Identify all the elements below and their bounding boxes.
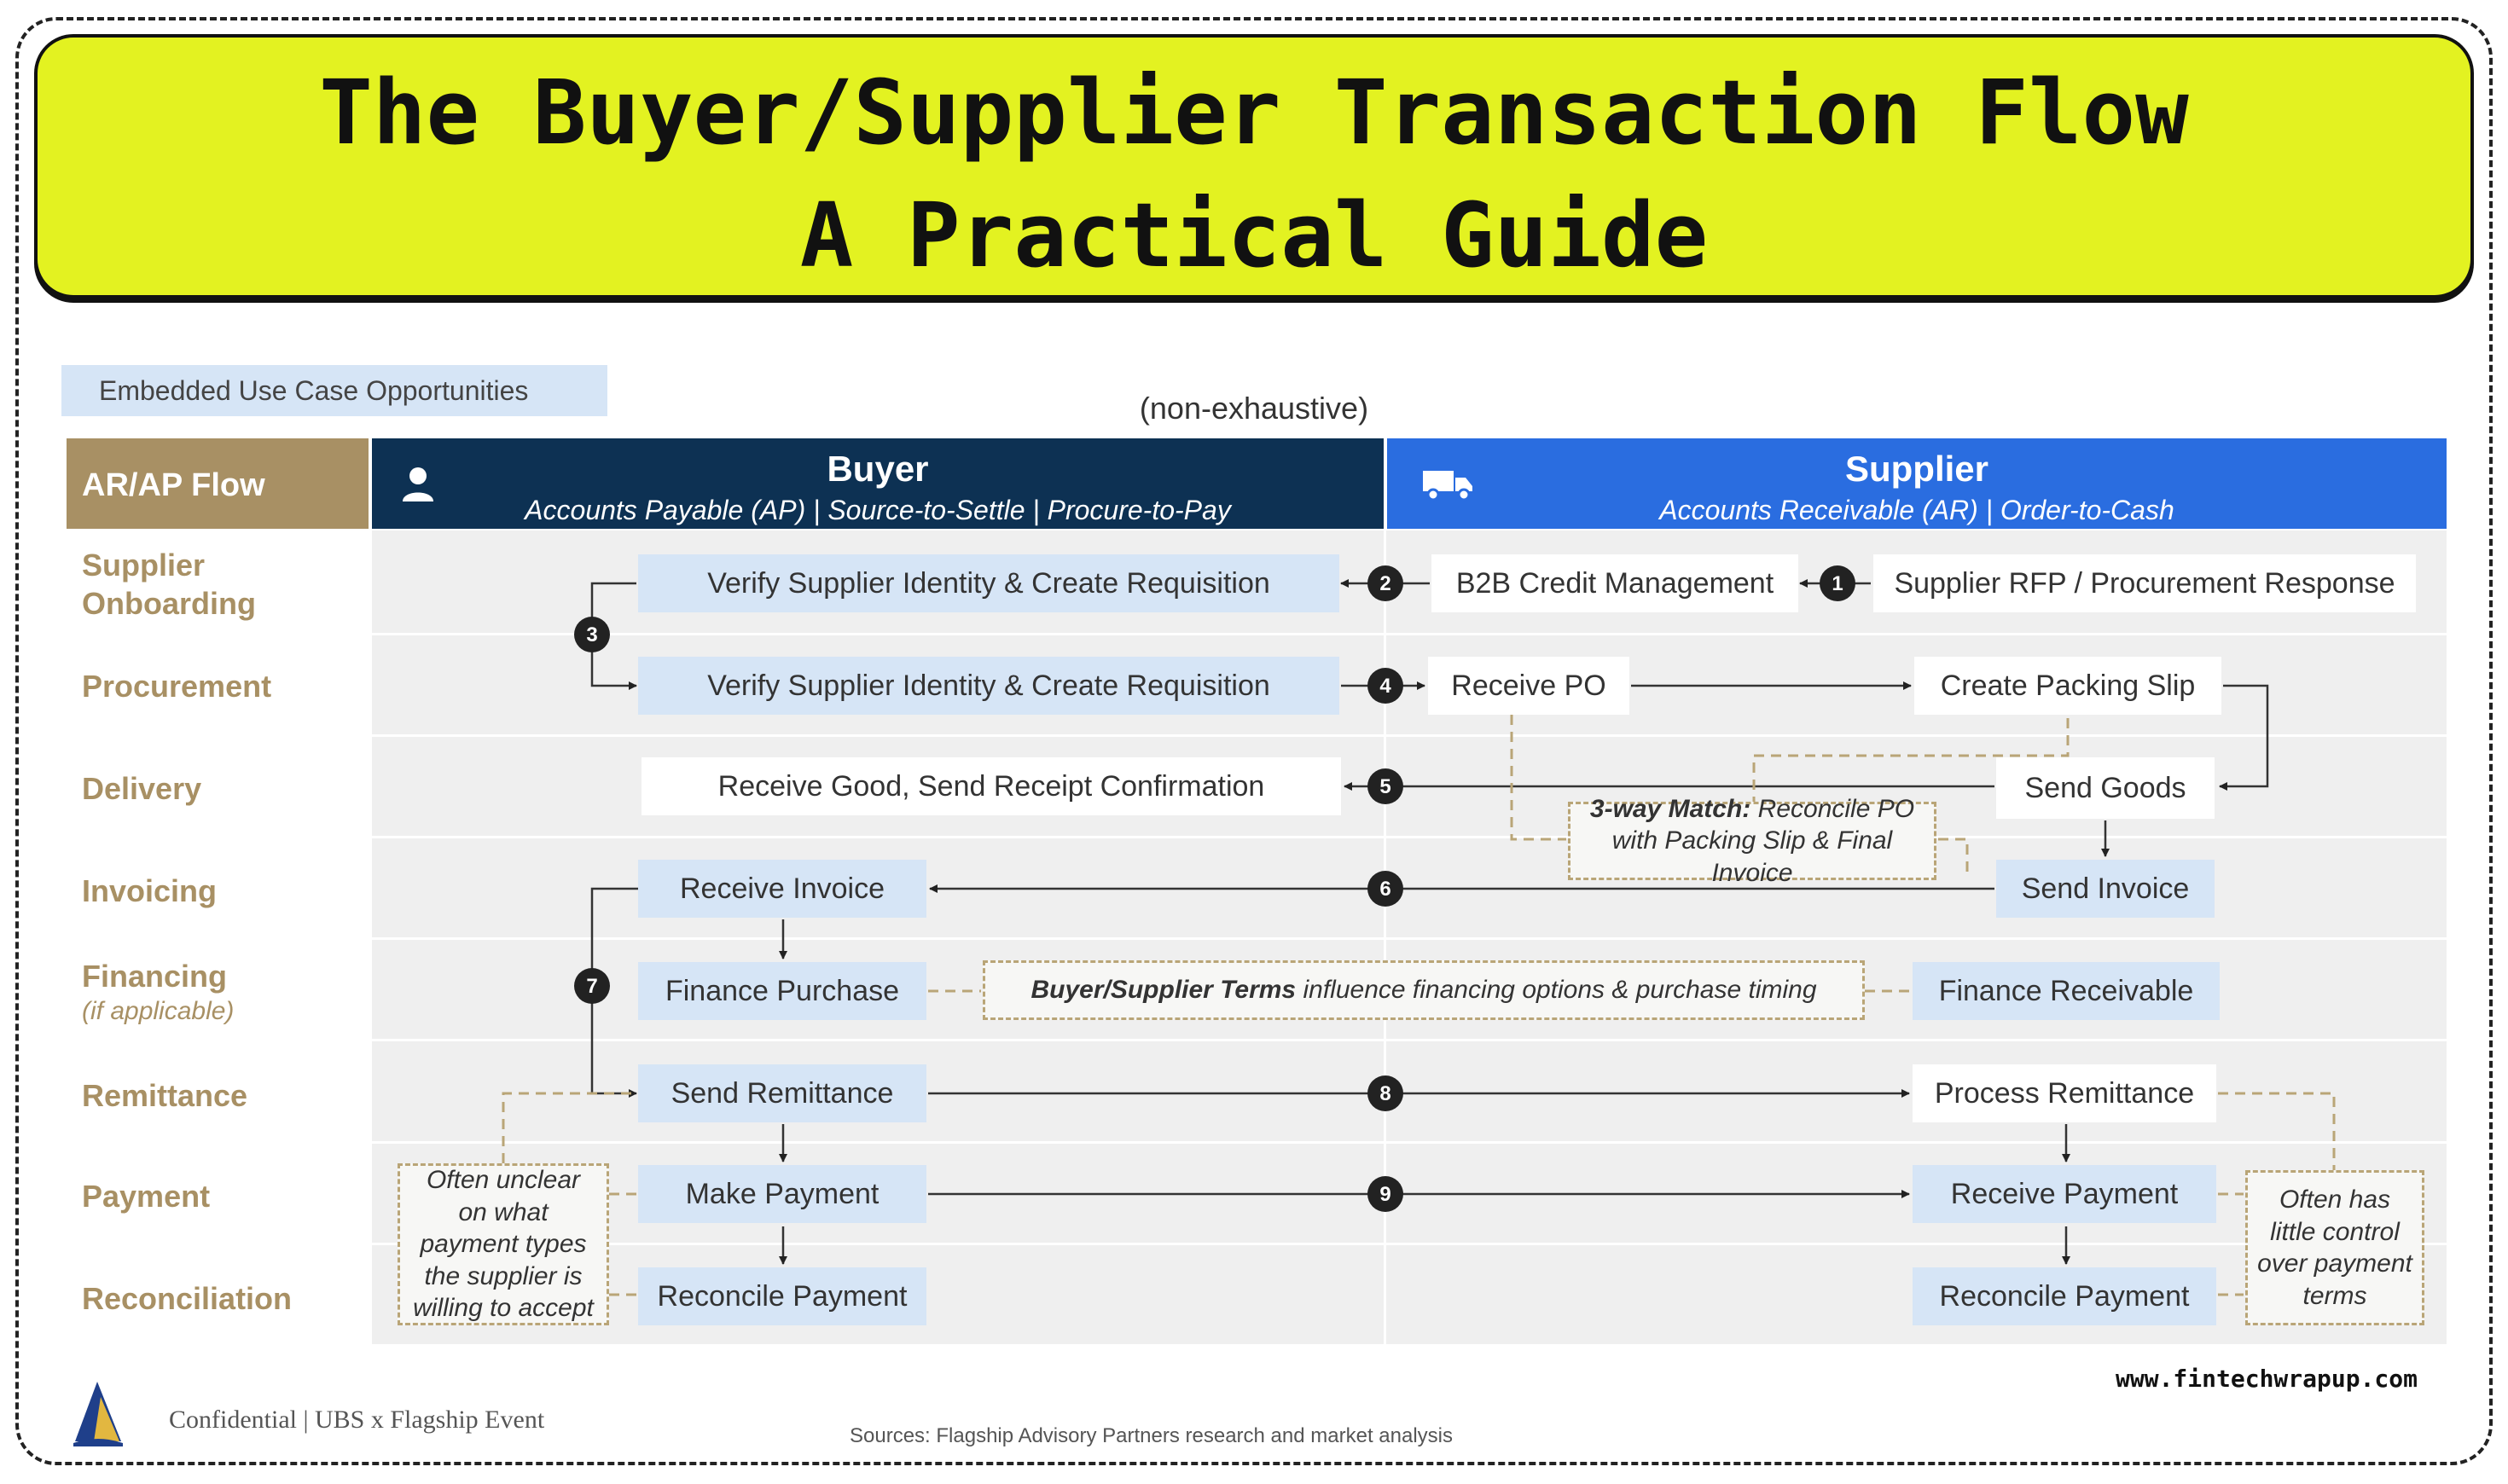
row-divider — [67, 734, 2447, 737]
packing-slip-box: Create Packing Slip — [1914, 657, 2221, 715]
supplier-note-line: little control — [2270, 1217, 2400, 1246]
step-6-marker — [1367, 871, 1403, 907]
receive-good-box: Receive Good, Send Receipt Confirmation — [642, 757, 1341, 815]
supplier-rfp-box: Supplier RFP / Procurement Response — [1873, 554, 2416, 612]
row-divider — [67, 1141, 2447, 1144]
receive-po-box: Receive PO — [1428, 657, 1629, 715]
flagship-logo-icon — [73, 1382, 123, 1446]
sources-footer: Sources: Flagship Advisory Partners rese… — [850, 1424, 1453, 1447]
send-invoice-box: Send Invoice — [1996, 860, 2215, 918]
make-payment-box: Make Payment — [638, 1165, 926, 1223]
truck-icon — [1423, 471, 1472, 501]
step-6-label: 6 — [1379, 878, 1390, 901]
embedded-use-case-label: Embedded Use Case Opportunities — [61, 365, 607, 416]
buyer-header: Buyer Accounts Payable (AP) | Source-to-… — [372, 438, 1384, 529]
person-icon — [403, 467, 433, 501]
step-8-label: 8 — [1379, 1082, 1390, 1105]
supplier-control-note: Often has little control over payment te… — [2245, 1170, 2424, 1325]
step-5-marker — [1367, 768, 1403, 804]
three-way-match-bold: 3-way Match: — [1589, 794, 1751, 823]
row-divider — [67, 1039, 2447, 1041]
send-remittance-box: Send Remittance — [638, 1064, 926, 1122]
step-1-marker — [1820, 565, 1855, 601]
buyer-note-line: the supplier is — [424, 1261, 583, 1290]
finance-purchase-box: Finance Purchase — [638, 962, 926, 1020]
supplier-title: Supplier — [1844, 449, 1989, 489]
row-label-financing: Financing (if applicable) — [82, 957, 234, 1028]
verify-supplier-box-onboarding: Verify Supplier Identity & Create Requis… — [638, 554, 1339, 612]
finance-receivable-box: Finance Receivable — [1913, 962, 2220, 1020]
supplier-note-line: over payment — [2257, 1249, 2412, 1278]
row-label-delivery: Delivery — [82, 771, 202, 806]
receive-payment-box: Receive Payment — [1913, 1165, 2216, 1223]
buyer-title: Buyer — [827, 449, 929, 489]
supplier-subtitle: Accounts Receivable (AR) | Order-to-Cash — [1659, 495, 2174, 525]
row-label-financing-sub: (if applicable) — [82, 997, 235, 1025]
terms-note: Buyer/Supplier Terms influence financing… — [983, 960, 1865, 1020]
buyer-note-line: Often unclear — [426, 1166, 581, 1195]
three-way-match-text-2: with Packing Slip & Final Invoice — [1611, 826, 1893, 887]
supplier-header: Supplier Accounts Receivable (AR) | Orde… — [1387, 438, 2447, 529]
b2b-credit-box: B2B Credit Management — [1431, 554, 1798, 612]
step-1-label: 1 — [1832, 572, 1843, 595]
buyer-supplier-divider — [1384, 530, 1386, 1344]
row-label-procurement: Procurement — [82, 669, 272, 704]
confidential-footer: Confidential | UBS x Flagship Event — [169, 1406, 545, 1434]
step-2-label: 2 — [1379, 572, 1390, 595]
three-way-match-text-1: Reconcile PO — [1757, 794, 1915, 823]
row-divider — [67, 937, 2447, 940]
row-label-reconciliation: Reconciliation — [82, 1281, 293, 1316]
buyer-note-line: on what — [458, 1197, 549, 1226]
buyer-unclear-note: Often unclear on what payment types the … — [398, 1163, 609, 1325]
step-7-marker — [574, 968, 610, 1004]
row-label-remittance: Remittance — [82, 1078, 248, 1113]
row-label-onboarding: Supplier Onboarding — [82, 548, 256, 621]
send-goods-box: Send Goods — [1996, 757, 2215, 819]
buyer-note-line: payment types — [420, 1230, 587, 1259]
row-label-invoicing: Invoicing — [82, 873, 218, 908]
three-way-match-note: 3-way Match: Reconcile PO with Packing S… — [1568, 795, 1936, 887]
buyer-subtitle: Accounts Payable (AP) | Source-to-Settle… — [525, 495, 1231, 525]
step-2-marker — [1367, 565, 1403, 601]
step-4-label: 4 — [1379, 675, 1391, 698]
terms-bold: Buyer/Supplier Terms — [1030, 976, 1297, 1005]
row-label-payment: Payment — [82, 1179, 211, 1214]
step-9-label: 9 — [1379, 1183, 1390, 1206]
step-7-label: 7 — [586, 975, 597, 998]
non-exhaustive-note: (non-exhaustive) — [1139, 391, 1369, 426]
website-footer: www.fintechwrapup.com — [2116, 1365, 2418, 1393]
row-divider — [67, 836, 2447, 838]
buyer-note-line: willing to accept — [413, 1294, 594, 1323]
step-9-marker — [1367, 1176, 1403, 1212]
receive-invoice-box: Receive Invoice — [638, 860, 926, 918]
process-remittance-box: Process Remittance — [1913, 1064, 2216, 1122]
step-5-label: 5 — [1379, 775, 1390, 798]
step-8-marker — [1367, 1075, 1403, 1111]
terms-text: influence financing options & purchase t… — [1303, 976, 1817, 1005]
title-line-1: The Buyer/Supplier Transaction Flow — [319, 61, 2189, 165]
step-4-marker — [1367, 668, 1403, 704]
title-banner: The Buyer/Supplier Transaction Flow A Pr… — [34, 34, 2474, 299]
reconcile-payment-buyer-box: Reconcile Payment — [638, 1267, 926, 1325]
verify-supplier-box-procurement: Verify Supplier Identity & Create Requis… — [638, 657, 1339, 715]
step-3-label: 3 — [586, 623, 597, 646]
supplier-note-line: terms — [2302, 1281, 2367, 1310]
step-3-marker — [574, 617, 610, 652]
row-divider — [67, 1243, 2447, 1245]
supplier-note-line: Often has — [2279, 1185, 2391, 1214]
row-divider — [67, 633, 2447, 635]
row-label-financing-main: Financing — [82, 959, 227, 994]
ar-ap-flow-header: AR/AP Flow — [67, 438, 369, 529]
title-line-2: A Practical Guide — [799, 183, 1709, 287]
reconcile-payment-supplier-box: Reconcile Payment — [1913, 1267, 2216, 1325]
dashed-frame — [15, 17, 2493, 1465]
